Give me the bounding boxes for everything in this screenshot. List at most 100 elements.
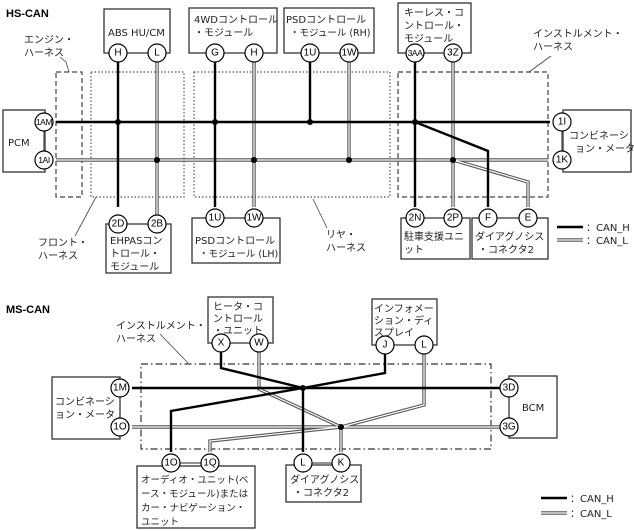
pin-psd-rh-1u: 1U <box>300 43 320 63</box>
front-harness-leader <box>74 196 97 237</box>
rear-harness-label-line2: ハーネス <box>326 242 366 254</box>
svg-text:2N: 2N <box>409 213 422 224</box>
pin-audio-1q: 1Q <box>200 453 220 473</box>
pin-dlc2-l: L <box>293 453 313 473</box>
svg-text:3AA: 3AA <box>408 48 424 58</box>
pin-parking-2p: 2P <box>443 208 463 228</box>
pin-combi-1i: 1I <box>552 112 572 132</box>
dlc2-label-1-ms: ダイアグノシス <box>290 473 359 486</box>
pin-info-j: J <box>375 335 395 355</box>
instrument-harness-ms-leader <box>159 333 189 364</box>
svg-text:1AI: 1AI <box>38 155 50 165</box>
keyless-module-label-1: キーレス・コ <box>404 8 464 19</box>
dlc2-label-2-hs: ・コネクタ2 <box>478 244 534 256</box>
pin-bcm-3d: 3D <box>499 378 519 398</box>
audio-label-1: オーディオ・ユニット(ベ <box>141 474 249 486</box>
hs-can-section: HS-CAN エンジン・ ハーネス フロント・ ハーネス リヤ・ ハーネス イン… <box>2 2 634 274</box>
pin-combi-1o: 1O <box>110 417 130 437</box>
svg-text:J: J <box>383 340 388 351</box>
pin-parking-2n: 2N <box>405 208 425 228</box>
junction-dot <box>450 157 456 163</box>
legend-can-h-label: ：CAN_H <box>586 223 630 234</box>
legend-hs: ：CAN_H ：CAN_L <box>557 223 630 247</box>
keyless-module-label-3: モジュール <box>404 34 453 45</box>
hs-can-l-wires <box>56 53 548 223</box>
keyless-module-box <box>397 2 472 54</box>
4wd-module-label-2: ・モジュール <box>194 28 253 39</box>
pin-psd-rh-1w: 1W <box>339 43 359 63</box>
dlc2-label-2-ms: ・コネクタ2 <box>293 487 349 499</box>
audio-label-2: ース・モジュール)または <box>141 489 249 500</box>
pin-keyless-3aa: 3AA <box>405 43 425 63</box>
junction-dot <box>300 385 306 391</box>
audio-label-3: カー・ナビゲーション・ <box>141 502 245 514</box>
rear-harness-label: リヤ・ ハーネス <box>312 198 366 254</box>
heater-label-3: ・ユニット <box>213 326 263 337</box>
junction-dot <box>115 119 121 125</box>
ehpas-module-label-2: トロール・ <box>110 249 160 260</box>
psd-lh-module-box <box>191 217 281 264</box>
svg-text:3D: 3D <box>503 383 516 394</box>
junction-dot <box>251 157 257 163</box>
combi-meter-label-1: コンビネーシ <box>569 130 629 142</box>
svg-text:G: G <box>211 48 219 59</box>
engine-harness-leader <box>59 56 70 73</box>
instrument-harness-label-line1: インストルメント・ <box>533 29 623 40</box>
pin-abs-l: L <box>147 43 167 63</box>
combi-meter-label-2: ョン・メータ <box>575 143 634 155</box>
front-harness-label: フロント・ ハーネス <box>38 196 97 262</box>
instrument-harness-leader <box>528 55 552 73</box>
pin-abs-h: H <box>108 43 128 63</box>
legend-can-l-label-ms: ：CAN_L <box>570 509 612 520</box>
svg-text:H: H <box>114 48 121 59</box>
svg-text:1U: 1U <box>304 48 317 59</box>
svg-text:L: L <box>300 458 306 469</box>
svg-text:X: X <box>218 338 225 349</box>
pin-dlc2-k: K <box>331 453 351 473</box>
svg-text:F: F <box>485 213 491 224</box>
junction-dot <box>307 119 313 125</box>
engine-harness-outline <box>55 71 83 198</box>
info-display-label-1: インフォメー <box>374 304 434 315</box>
pin-psd-lh-1u: 1U <box>205 208 225 228</box>
pin-pcm-1am: 1AM <box>34 112 54 132</box>
combi-meter-ms-label-2: ョン・メータ <box>55 409 115 421</box>
rear-harness-label-line1: リヤ・ <box>326 230 356 241</box>
pcm-module-label: PCM <box>8 138 30 149</box>
psd-rh-module-label-1: PSDコントロール <box>286 15 366 26</box>
svg-text:2P: 2P <box>447 213 460 224</box>
instrument-harness-outline-hs <box>397 71 549 198</box>
svg-text:1W: 1W <box>247 213 263 224</box>
svg-text:2D: 2D <box>112 219 125 230</box>
front-harness-label-line2: ハーネス <box>38 250 78 262</box>
pin-info-l: L <box>414 335 434 355</box>
pin-ehpas-2d: 2D <box>108 214 128 234</box>
parking-assist-label-1: 駐車支援ユニ <box>404 230 464 243</box>
instrument-harness-label-line2: ハーネス <box>533 41 573 53</box>
svg-text:1O: 1O <box>164 458 178 469</box>
svg-text:K: K <box>338 458 345 469</box>
parking-assist-label-2: ット <box>404 245 424 256</box>
svg-text:1M: 1M <box>113 383 127 394</box>
ehpas-module-label-1: EHPASコン <box>110 236 162 247</box>
bcm-label: BCM <box>522 403 544 414</box>
instrument-harness-outline-ms <box>140 363 492 450</box>
pin-dlc2-f: F <box>478 208 498 228</box>
svg-text:H: H <box>250 48 257 59</box>
pin-4wd-h: H <box>244 43 264 63</box>
svg-text:1AM: 1AM <box>36 117 53 127</box>
front-harness-label-line1: フロント・ <box>38 238 88 249</box>
instrument-harness-label-hs: インストルメント・ ハーネス <box>528 29 623 73</box>
svg-text:1O: 1O <box>113 422 127 433</box>
combi-meter-box-hs <box>562 109 632 173</box>
instrument-harness-ms-line2: ハーネス <box>116 333 156 345</box>
pin-psd-lh-1w: 1W <box>244 208 264 228</box>
junction-dot <box>412 119 418 125</box>
svg-text:3G: 3G <box>502 422 516 433</box>
svg-text:1I: 1I <box>558 117 566 128</box>
audio-unit-box <box>136 465 256 529</box>
instrument-harness-ms-line1: インストルメント・ <box>116 321 206 332</box>
svg-text:W: W <box>254 338 264 349</box>
ms-can-section: MS-CAN インストルメント・ ハーネス ヒータ・コ ントロール ・ユニット … <box>6 296 614 529</box>
